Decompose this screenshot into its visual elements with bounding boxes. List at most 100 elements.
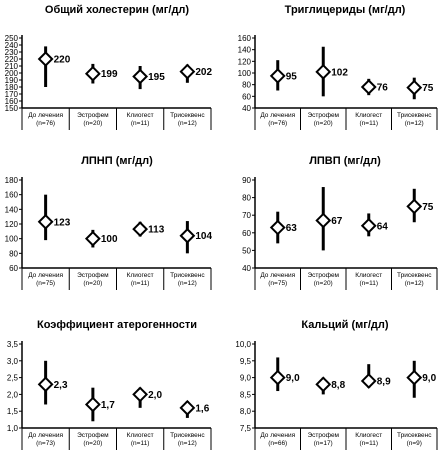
y-tick-label: 120	[238, 57, 252, 66]
x-category-label: Трисеквенс(n=12)	[397, 272, 432, 287]
x-category-label-line: Эстрофем	[307, 432, 339, 439]
y-tick-label: 60	[242, 92, 251, 101]
mean-marker	[132, 221, 149, 238]
y-tick-label: 160	[5, 191, 19, 200]
y-tick-label: 140	[238, 46, 252, 55]
x-category-label: Эстрофем(n=20)	[77, 272, 109, 287]
x-category-label: Клиогест(n=11)	[127, 432, 154, 447]
y-tick-label: 2,5	[7, 374, 19, 383]
x-category-label-line: Эстрофем	[307, 272, 339, 279]
x-category-label-line: (n=20)	[83, 440, 102, 447]
y-tick-label: 3,5	[7, 340, 19, 349]
x-category-label: Клиогест(n=11)	[127, 112, 154, 127]
y-tick-label: 50	[242, 246, 251, 255]
x-category-label: Эстрофем(n=20)	[307, 272, 339, 287]
x-category-label-line: (n=20)	[314, 120, 333, 127]
data-label: 100	[101, 234, 118, 245]
y-tick-label: 1,5	[7, 407, 19, 416]
y-tick-label: 1,0	[7, 424, 19, 433]
data-label: 95	[286, 71, 298, 82]
x-category-label-line: (n=12)	[405, 120, 424, 127]
data-label: 9,0	[422, 373, 436, 384]
y-tick-label: 250	[5, 34, 19, 43]
y-tick-label: 2,0	[7, 390, 19, 399]
data-label: 123	[54, 217, 71, 228]
x-category-label-line: (n=20)	[314, 280, 333, 287]
chart-title: Коэффициент атерогенности	[37, 319, 197, 331]
chart-panel-6: Кальций (мг/дл)7,58,08,59,09,510,0До леч…	[235, 319, 438, 450]
mean-marker	[84, 65, 101, 82]
x-category-label-line: Эстрофем	[77, 112, 109, 119]
x-category-label-line: До лечения	[28, 272, 63, 279]
y-tick-label: 8,0	[240, 407, 252, 416]
x-category-label-line: Клиогест	[127, 432, 154, 439]
x-category-label-line: (n=17)	[314, 440, 333, 447]
y-tick-label: 80	[242, 194, 251, 203]
y-tick-label: 180	[5, 176, 19, 185]
x-category-label-line: Клиогест	[355, 432, 382, 439]
data-label: 63	[286, 223, 298, 234]
x-category-label-line: (n=66)	[268, 440, 287, 447]
x-category-label: Эстрофем(n=20)	[77, 112, 109, 127]
x-category-label-line: До лечения	[28, 432, 63, 439]
y-tick-label: 70	[242, 211, 251, 220]
data-label: 202	[195, 67, 212, 78]
x-category-label-line: Клиогест	[127, 272, 154, 279]
mean-marker	[132, 386, 149, 403]
mean-marker	[315, 376, 332, 393]
x-category-label-line: (n=11)	[131, 440, 150, 447]
y-tick-label: 60	[242, 229, 251, 238]
y-tick-label: 100	[238, 69, 252, 78]
x-category-label: Трисеквенс(n=12)	[170, 112, 205, 127]
x-category-label-line: (n=73)	[36, 440, 55, 447]
x-category-label-line: (n=75)	[268, 280, 287, 287]
data-label: 104	[195, 231, 212, 242]
data-label: 220	[54, 55, 71, 66]
data-label: 8,9	[377, 376, 391, 387]
mean-marker	[269, 219, 286, 236]
x-category-label-line: Трисеквенс	[170, 272, 205, 279]
x-category-label-line: (n=75)	[36, 280, 55, 287]
x-category-label: До лечения(n=73)	[28, 432, 63, 447]
x-category-label-line: (n=9)	[407, 440, 422, 447]
y-tick-label: 200	[5, 69, 19, 78]
x-category-label-line: Трисеквенс	[170, 112, 205, 119]
mean-marker	[406, 198, 423, 215]
x-category-label-line: (n=11)	[360, 440, 379, 447]
mean-marker	[132, 68, 149, 85]
chart-title: ЛПНП (мг/дл)	[81, 155, 153, 167]
x-category-label-line: До лечения	[260, 432, 295, 439]
x-category-label-line: Клиогест	[355, 272, 382, 279]
x-category-label-line: (n=12)	[178, 120, 197, 127]
y-tick-label: 160	[5, 97, 19, 106]
y-tick-label: 3,0	[7, 357, 19, 366]
mean-marker	[315, 63, 332, 80]
y-tick-label: 100	[5, 235, 19, 244]
x-category-label: Эстрофем(n=17)	[307, 432, 339, 447]
data-label: 75	[422, 202, 434, 213]
y-tick-label: 180	[5, 83, 19, 92]
x-category-label-line: Трисеквенс	[170, 432, 205, 439]
y-tick-label: 40	[242, 264, 251, 273]
data-label: 2,0	[148, 390, 162, 401]
chart-panel-5: Коэффициент атерогенности 1,0 1,5 2,0 2,5 3,0…	[7, 319, 212, 450]
x-category-label: Клиогест(n=11)	[127, 272, 154, 287]
data-label: 2,3	[54, 380, 68, 391]
y-tick-label: 9,0	[240, 374, 252, 383]
chart-panel-2: Триглицериды (мг/дл)406080100120140160До…	[238, 4, 438, 130]
x-category-label: Трисеквенс(n=12)	[170, 272, 205, 287]
x-category-label-line: Трисеквенс	[397, 112, 432, 119]
mean-marker	[269, 68, 286, 84]
x-category-label: До лечения(n=76)	[28, 112, 63, 127]
x-category-label-line: (n=20)	[83, 280, 102, 287]
y-tick-label: 160	[238, 34, 252, 43]
x-category-label-line: (n=11)	[131, 280, 150, 287]
mean-marker	[37, 376, 54, 393]
x-category-label-line: (n=20)	[83, 120, 102, 127]
x-category-label: Клиогест(n=11)	[355, 112, 382, 127]
x-category-label: Клиогест(n=11)	[355, 272, 382, 287]
mean-marker	[84, 396, 101, 413]
